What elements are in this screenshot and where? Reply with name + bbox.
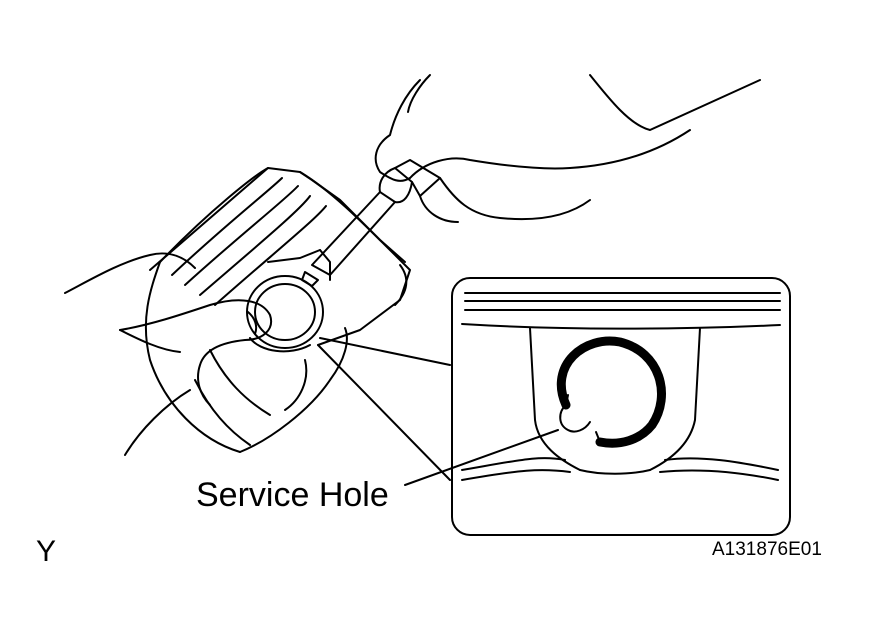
service-hole-pointer	[404, 429, 559, 486]
screwdriver-icon	[301, 159, 441, 287]
inset-detail	[451, 277, 791, 536]
service-hole-label: Service Hole	[196, 476, 389, 514]
view-letter: Y	[36, 535, 57, 568]
piston-illustration	[144, 167, 411, 453]
snap-ring-icon	[246, 275, 324, 353]
figure-code: A131876E01	[712, 539, 822, 560]
hand-icon	[374, 74, 761, 223]
hand-icon	[64, 252, 273, 456]
callout-leaders	[317, 337, 451, 481]
